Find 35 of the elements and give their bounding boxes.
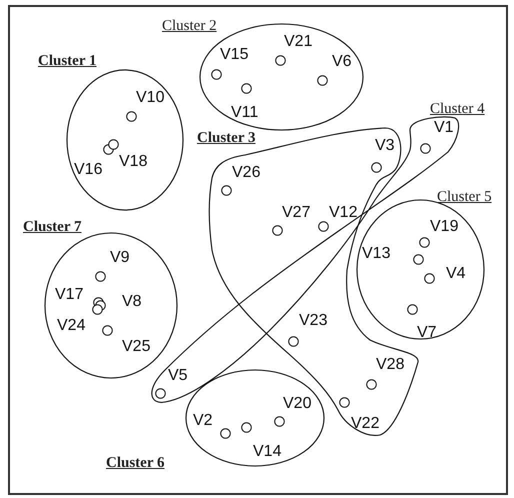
- point-label: V15: [220, 45, 248, 64]
- cluster-label: Cluster 4: [430, 100, 485, 118]
- cluster-label: Cluster 5: [437, 188, 492, 206]
- point-label: V28: [376, 355, 404, 374]
- point-label: V12: [329, 203, 358, 222]
- point-label: V20: [283, 394, 312, 413]
- point-label: V2: [193, 411, 213, 430]
- point-label: V8: [122, 292, 142, 311]
- point-label: V17: [55, 285, 84, 304]
- point-label: V23: [299, 311, 328, 330]
- point-label: V26: [232, 163, 260, 182]
- point-label: V25: [122, 337, 150, 356]
- cluster-label: Cluster 3: [197, 129, 256, 147]
- point-label: V16: [74, 160, 102, 179]
- point-label: V14: [253, 442, 282, 461]
- cluster-label: Cluster 1: [38, 52, 96, 70]
- point-label: V11: [231, 103, 258, 122]
- point-label: V5: [168, 366, 188, 385]
- cluster-label: Cluster 6: [106, 454, 164, 472]
- point-label: V21: [284, 32, 312, 51]
- point-label: V22: [351, 414, 380, 433]
- point-label: V3: [375, 136, 395, 155]
- point-label: V27: [282, 203, 310, 222]
- point-label: V1: [434, 118, 454, 137]
- point-label: V13: [362, 244, 390, 263]
- point-label: V10: [136, 88, 164, 107]
- cluster-label: Cluster 2: [162, 17, 217, 35]
- point-label: V4: [446, 264, 466, 283]
- point-label: V19: [430, 217, 458, 236]
- cluster-label: Cluster 7: [23, 218, 82, 236]
- point-label: V6: [332, 52, 352, 71]
- point-label: V18: [119, 152, 148, 171]
- point-label: V7: [417, 323, 437, 342]
- point-label: V9: [110, 248, 130, 267]
- point-label: V24: [57, 316, 86, 335]
